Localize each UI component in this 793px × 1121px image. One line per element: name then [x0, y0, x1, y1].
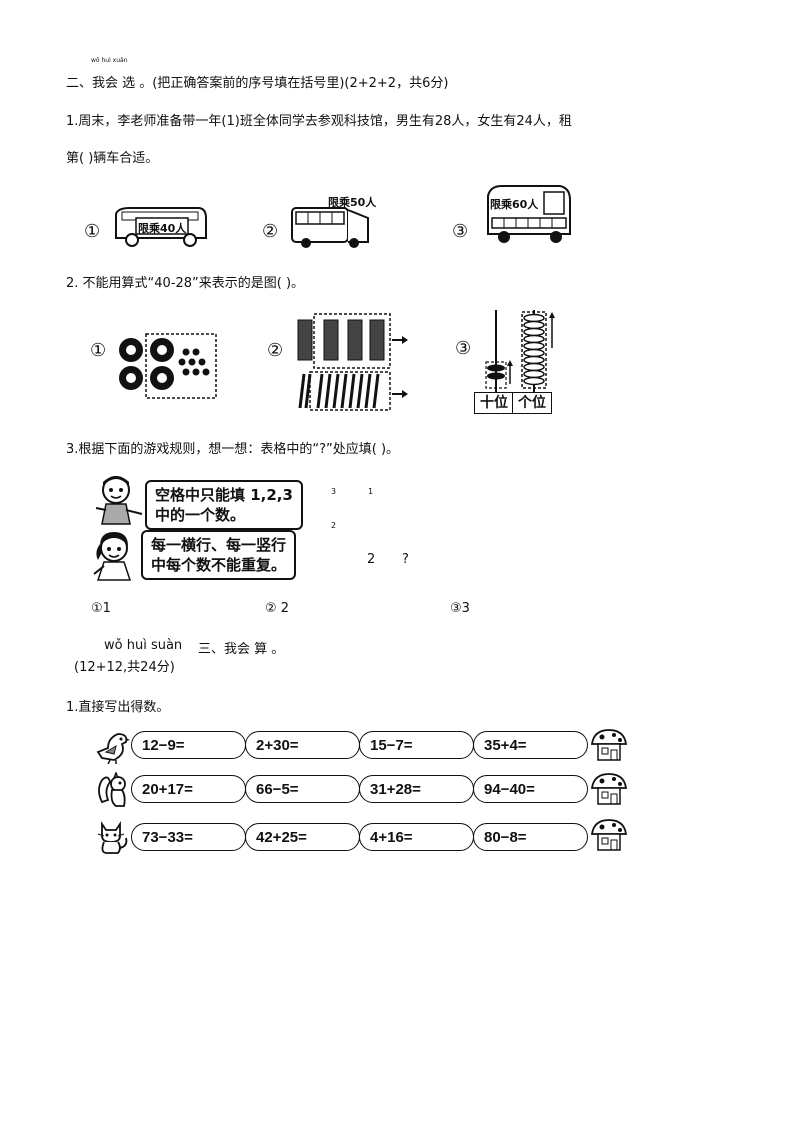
mushroom-house-icon — [590, 773, 628, 805]
problem-r1-c3[interactable]: 15−7= — [359, 731, 474, 759]
problem-r2-c2[interactable]: 66−5= — [245, 775, 360, 803]
section3-q1-text: 1.直接写出得数。 — [66, 700, 170, 715]
problem-r2-c3[interactable]: 31+28= — [359, 775, 474, 803]
q2-option-2-mark[interactable]: ② — [267, 340, 284, 361]
q3-text: 3.根据下面的游戏规则，想一想：表格中的“?”处应填( )。 — [66, 442, 400, 457]
abacus-image — [485, 310, 555, 392]
q2-option-1-mark[interactable]: ① — [90, 340, 107, 361]
problem-r1-c4[interactable]: 35+4= — [473, 731, 588, 759]
bus-40-sign: 限乘40人 — [138, 222, 187, 235]
problem-r3-c1[interactable]: 73−33= — [131, 823, 246, 851]
grid-cell-r1c2: 1 — [368, 487, 374, 496]
section3-pinyin: wǒ huì suàn — [104, 638, 183, 653]
bus-60-sign: 限乘60人 — [490, 198, 539, 211]
grid-cell-r1c1: 3 — [331, 487, 337, 496]
bus-50-image — [291, 207, 369, 248]
mushroom-house-icon — [590, 819, 628, 851]
boy-icon — [95, 476, 143, 525]
bus-60-image — [487, 185, 571, 243]
q1-text-line1: 1.周末，李老师准备带一年(1)班全体同学去参观科技馆，男生有28人，女生有24… — [66, 114, 572, 129]
problem-r1-c2[interactable]: 2+30= — [245, 731, 360, 759]
flower-dots-image — [119, 333, 217, 399]
q2-text: 2. 不能用算式“40-28”来表示的是图( )。 — [66, 276, 305, 291]
squirrel-icon — [98, 772, 126, 807]
grid-cell-r2c1: 2 — [331, 521, 337, 530]
q1-option-1-mark[interactable]: ① — [84, 221, 101, 242]
q1-option-3-mark[interactable]: ③ — [452, 221, 469, 242]
header-pinyin: wǒ huì xuǎn — [91, 57, 128, 64]
place-label-ones: 个位 — [512, 392, 552, 414]
cat-icon — [97, 821, 128, 854]
bundles-sticks-image — [297, 313, 408, 411]
problem-r3-c4[interactable]: 80−8= — [473, 823, 588, 851]
q3-option-3[interactable]: ③3 — [450, 601, 470, 616]
bird-icon — [96, 733, 130, 764]
problem-r1-c1[interactable]: 12−9= — [131, 731, 246, 759]
q3-option-2[interactable]: ② 2 — [265, 601, 290, 616]
problem-r3-c2[interactable]: 42+25= — [245, 823, 360, 851]
section3-title: 三、我会 算 。 — [198, 642, 285, 657]
q1-option-2-mark[interactable]: ② — [262, 221, 279, 242]
q1-text-line2: 第( )辆车合适。 — [66, 151, 159, 166]
place-label-tens: 十位 — [474, 392, 514, 414]
q2-option-3-mark[interactable]: ③ — [455, 338, 472, 359]
rule-bubble-1: 空格中只能填 1,2,3 中的一个数。 — [145, 480, 303, 530]
problem-r2-c1[interactable]: 20+17= — [131, 775, 246, 803]
section2-title: 二、我会 选 。(把正确答案前的序号填在括号里)(2+2+2，共6分) — [66, 76, 449, 91]
problem-r2-c4[interactable]: 94−40= — [473, 775, 588, 803]
q3-option-1[interactable]: ①1 — [91, 601, 111, 616]
mushroom-house-icon — [590, 729, 628, 761]
bus-50-sign: 限乘50人 — [328, 196, 377, 209]
grid-cell-r3c1: 2 — [367, 552, 376, 567]
problem-r3-c3[interactable]: 4+16= — [359, 823, 474, 851]
section3-score: (12+12,共24分) — [74, 660, 175, 675]
bus-40-image — [115, 207, 207, 247]
girl-icon — [93, 532, 132, 581]
grid-cell-question: ? — [402, 552, 409, 567]
rule-bubble-2: 每一横行、每一竖行 中每个数不能重复。 — [141, 530, 297, 580]
